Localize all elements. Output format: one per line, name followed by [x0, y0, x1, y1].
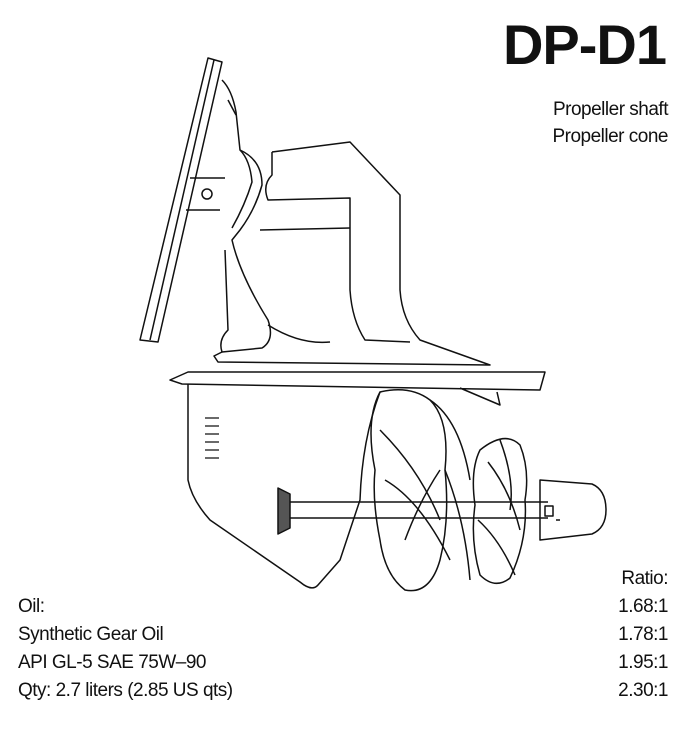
ratio-label: Ratio:	[621, 568, 668, 589]
ratio-value: 1.68:1	[618, 596, 668, 617]
oil-quantity: Qty: 2.7 liters (2.85 US qts)	[18, 680, 233, 701]
drive-bracket	[220, 79, 272, 353]
part-propeller-shaft: Propeller shaft	[552, 99, 669, 120]
model-title: DP-D1	[502, 13, 667, 76]
propellers	[370, 389, 528, 592]
ratio-value: 2.30:1	[618, 680, 668, 701]
oil-label: Oil:	[18, 596, 45, 617]
ratio-info: Ratio: 1.68:1 1.78:1 1.95:1 2.30:1	[618, 565, 668, 705]
ratio-value: 1.78:1	[618, 624, 668, 645]
oil-info: Oil: Synthetic Gear Oil API GL-5 SAE 75W…	[18, 593, 233, 705]
propeller-shaft	[277, 487, 554, 535]
part-propeller-cone: Propeller cone	[552, 126, 668, 147]
cavitation-plate	[169, 371, 546, 406]
propeller-cone	[539, 479, 607, 541]
lower-gearcase	[187, 384, 381, 589]
transom-plate	[139, 57, 225, 343]
oil-spec: API GL-5 SAE 75W–90	[18, 652, 206, 673]
parts-list: Propeller shaft Propeller cone	[552, 96, 668, 150]
oil-type: Synthetic Gear Oil	[18, 624, 164, 645]
ratio-value: 1.95:1	[618, 652, 668, 673]
upper-housing	[213, 141, 491, 366]
